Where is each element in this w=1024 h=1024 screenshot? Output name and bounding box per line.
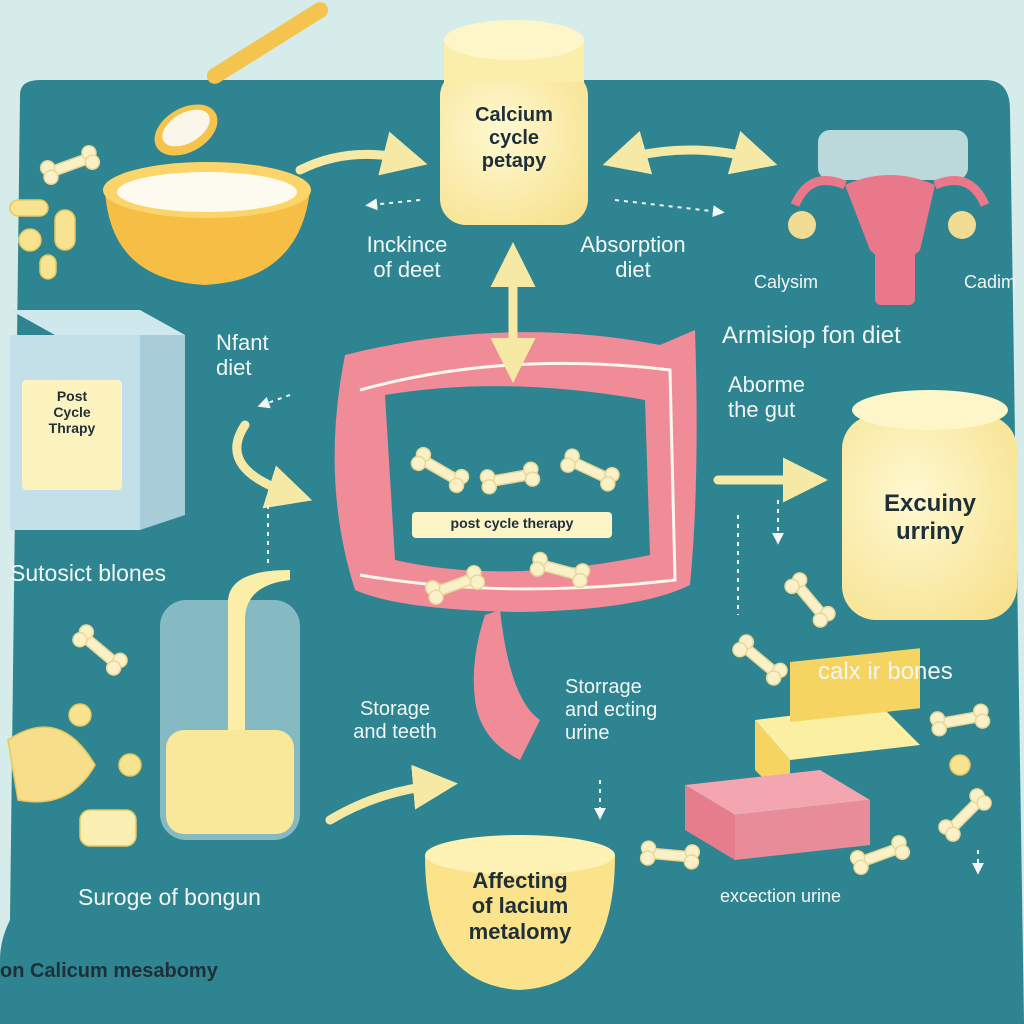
intake-label: Inckince of deet [366,232,448,283]
urine-jar-right [842,390,1017,620]
jar-right-label: Excuiny urriny [883,490,977,545]
bone-pieces [39,145,992,875]
nfant-label: Nfant diet [216,330,269,381]
pills [7,199,971,847]
bottom-bowl [425,835,615,990]
intestine-illustration [334,330,697,760]
milk-bottle [160,570,300,840]
flow-arrows [232,130,828,825]
colon-banner: post cycle therapy [450,515,574,531]
spoon-bowl-icon [103,2,328,285]
calysim-label: Calysim [753,272,818,292]
calx-label: calx ir bones [818,658,953,685]
storrage-label: Storrage and ecting urine [565,676,658,744]
calcium-jar-top [440,20,588,225]
meat-block [685,770,870,860]
excection-label: excection urine [720,886,842,906]
sutosict-label: Sutosict blones [10,560,166,586]
cheese-block [755,648,920,805]
supplement-box [10,310,185,530]
uterus-icon [788,130,990,305]
box-label: Post Cycle Thrapy [48,388,96,437]
storage-teeth-label: Storage and teeth [353,698,437,743]
surage-label: Suroge of bongun [78,884,261,910]
jar-top-label: Calcium cycle petapy [475,104,553,172]
footer-caption: on Calicum mesabomy [0,960,218,982]
armisiop-label: Armisiop fon diet [722,322,901,349]
cadim-label: Cadim [963,272,1016,292]
dashed-guides [257,198,984,875]
bowl-label: Affecting of lacium metalomy [468,868,572,944]
aborme-label: Aborme the gut [728,372,806,423]
absorption-label: Absorption diet [580,232,686,283]
